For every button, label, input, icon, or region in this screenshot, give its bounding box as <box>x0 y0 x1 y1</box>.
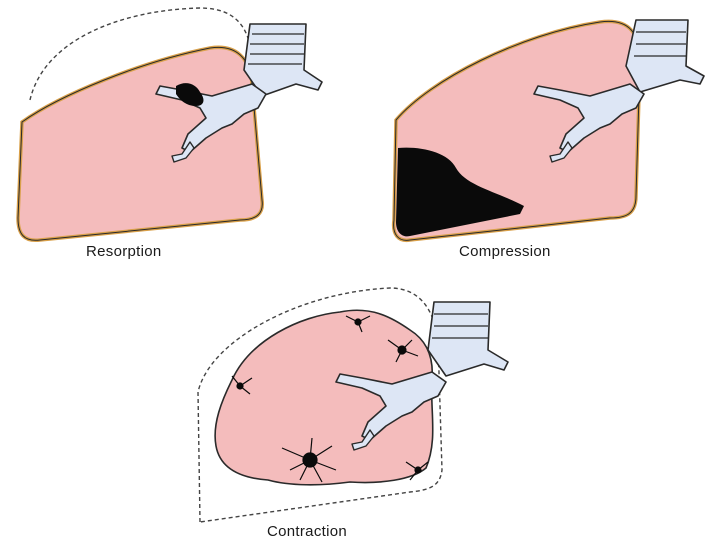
caption-resorption: Resorption <box>86 243 162 260</box>
caption-contraction: Contraction <box>267 523 347 540</box>
panel-contraction <box>198 288 508 522</box>
trachea <box>244 24 322 96</box>
trachea <box>626 20 704 92</box>
panel-compression <box>394 20 704 240</box>
panel-resorption <box>18 8 322 240</box>
caption-compression: Compression <box>459 243 551 260</box>
resorption-lung <box>18 47 262 240</box>
trachea <box>428 302 508 376</box>
